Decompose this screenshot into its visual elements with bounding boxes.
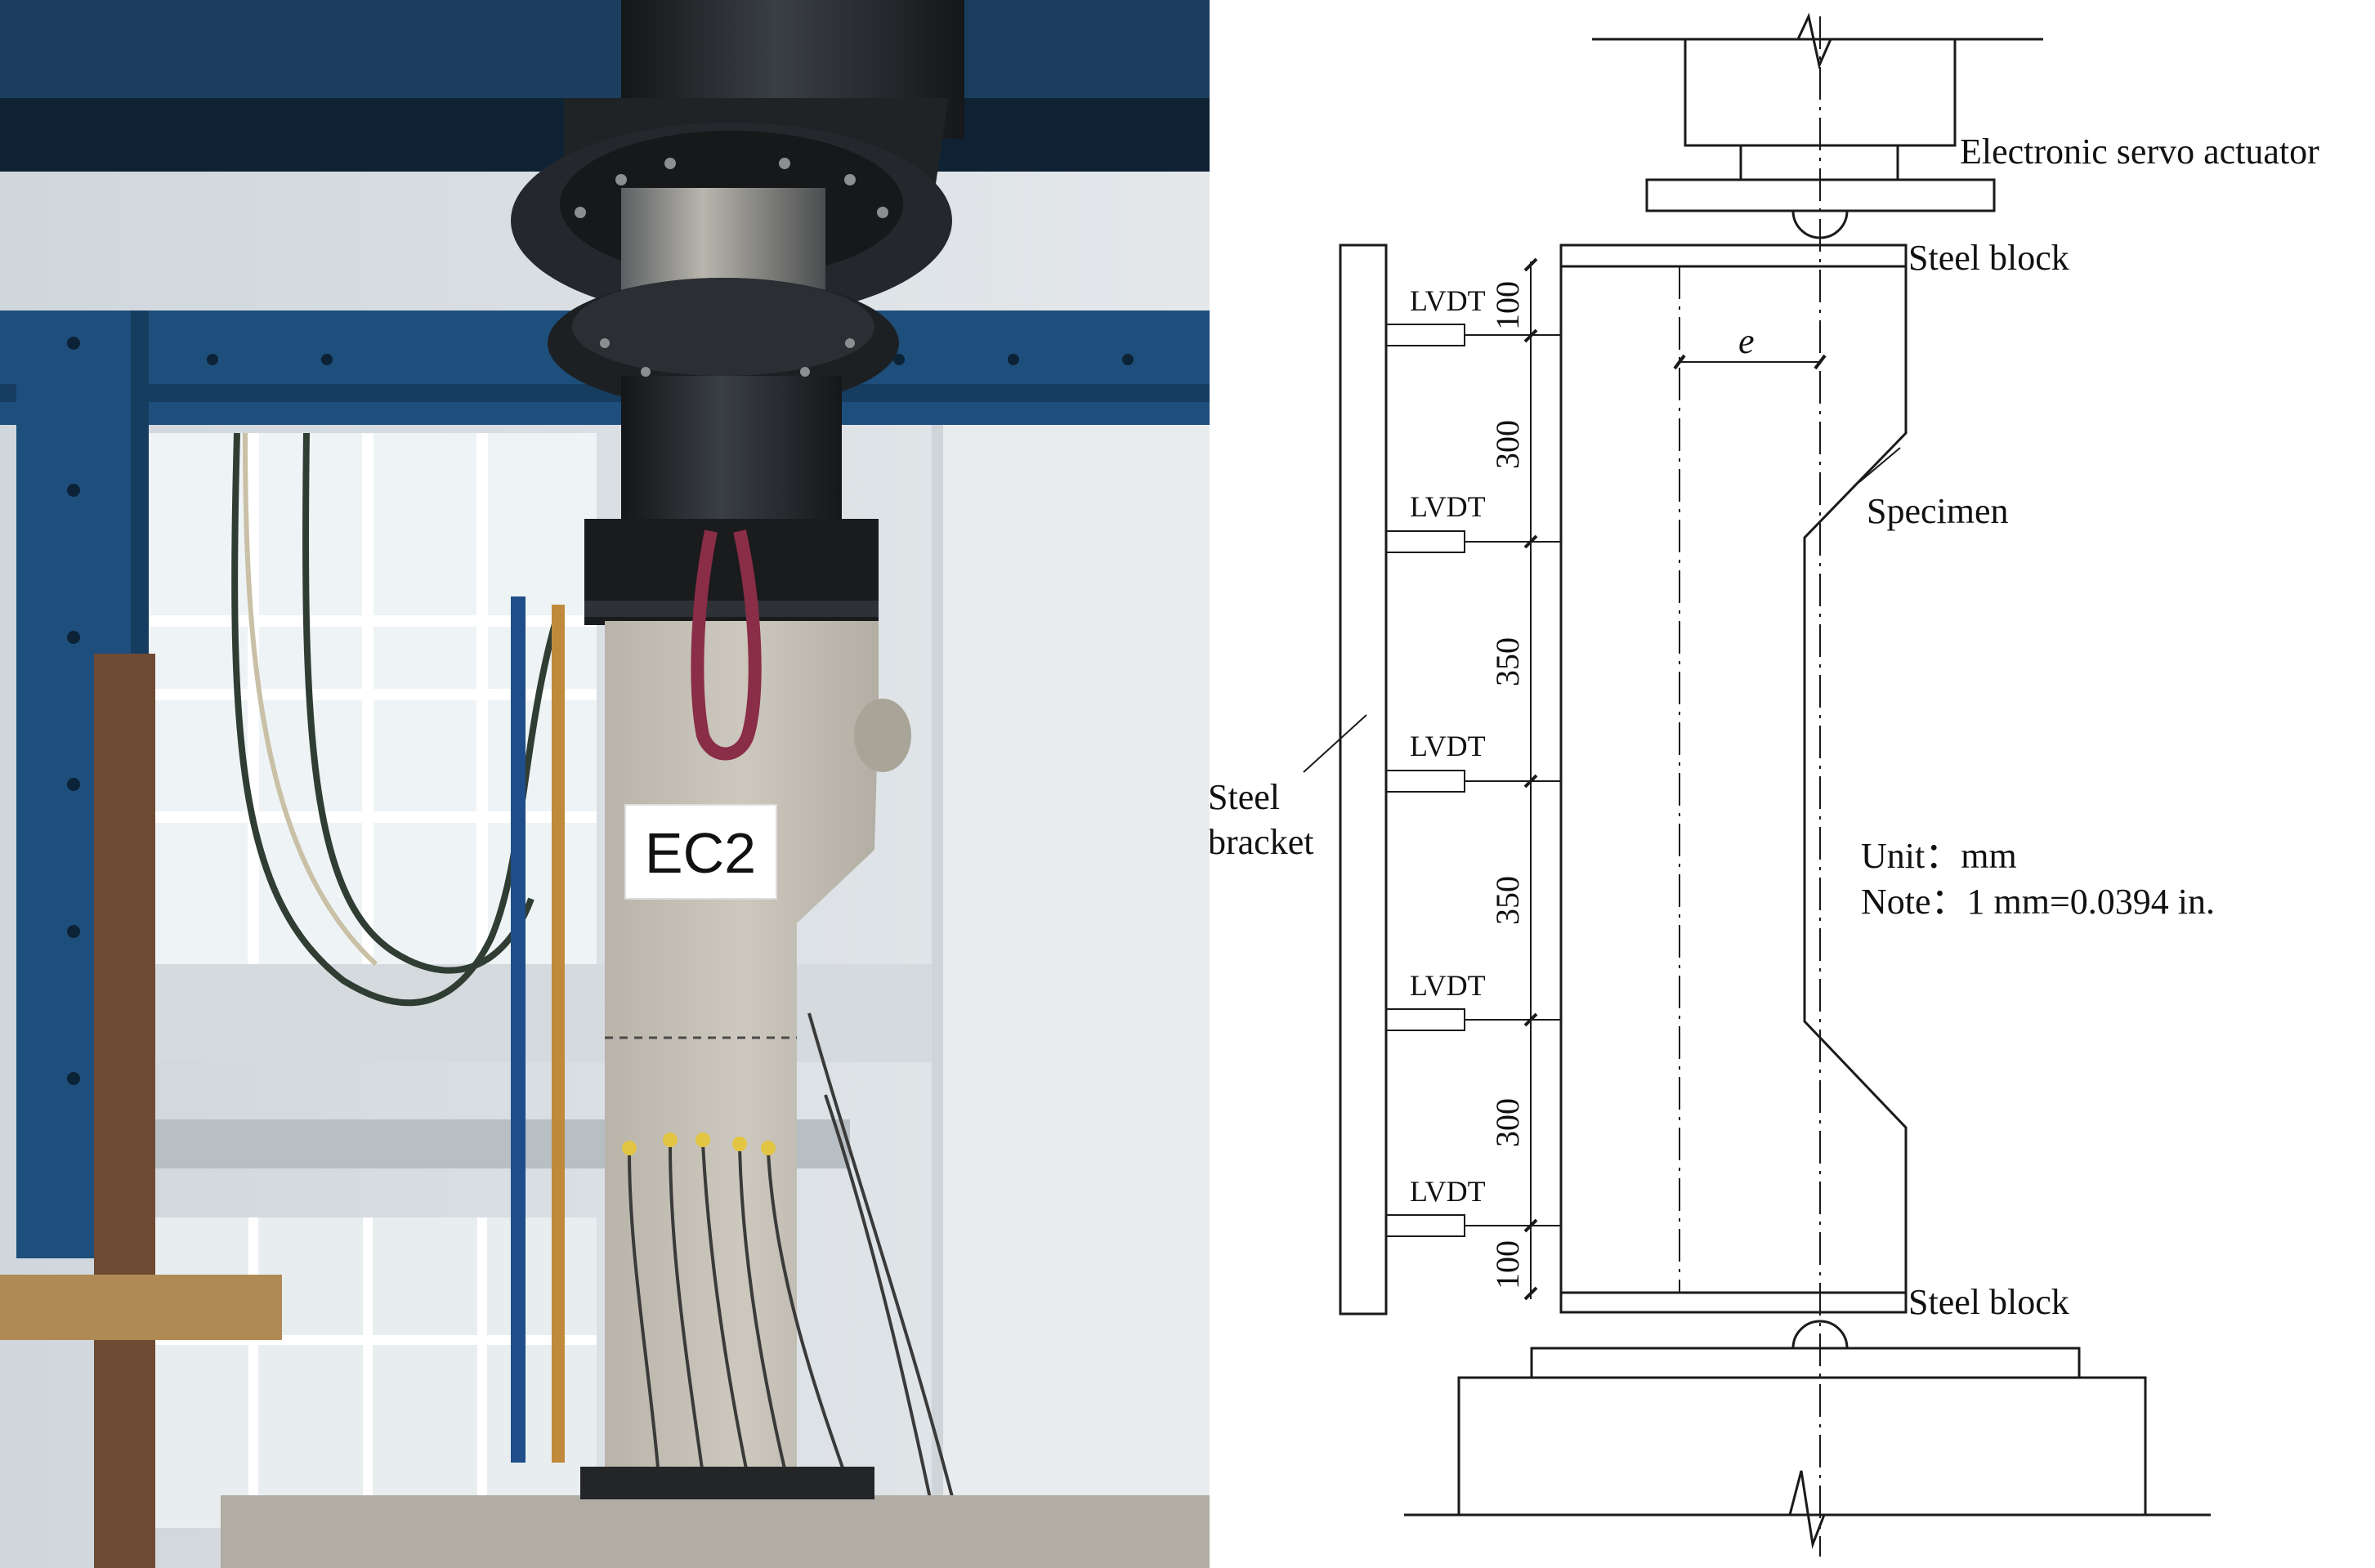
base-block [1457, 1376, 2147, 1517]
top-break-line [1592, 12, 2043, 69]
specimen-tag: EC2 [624, 804, 777, 900]
dimension-label-5: 300 [1489, 1098, 1526, 1147]
steel-bracket-label-1: Steel [1210, 777, 1280, 817]
test-setup-photo: EC2 [0, 0, 1210, 1568]
lvdt-label-4: LVDT [1410, 969, 1486, 1002]
lvdt-5 [1385, 1214, 1561, 1237]
blue-conduit [511, 596, 526, 1463]
note-label: Note：1 mm=0.0394 in. [1861, 882, 2215, 922]
steel-bracket [1339, 243, 1388, 1316]
wooden-post [94, 654, 155, 1568]
lvdt-labels: LVDT LVDT LVDT LVDT LVDT [1410, 284, 1486, 1208]
orange-conduit [552, 605, 565, 1463]
dimension-label-2: 300 [1489, 420, 1526, 469]
base-platen [1530, 1347, 2081, 1379]
test-setup-diagram: Electronic servo actuator Steel block St… [1210, 12, 2319, 1557]
lvdt-1 [1385, 324, 1561, 346]
specimen-leader [1858, 447, 1901, 483]
base-plate [580, 1467, 874, 1499]
gauge-terminals [622, 1132, 776, 1155]
dimension-label-3: 350 [1489, 637, 1526, 686]
bottom-hinge [1791, 1320, 1849, 1349]
actuator-assembly [511, 0, 964, 625]
specimen-tag-text: EC2 [645, 821, 756, 885]
eccentricity-label: e [1738, 321, 1755, 361]
dimension-label-1: 100 [1489, 281, 1526, 330]
steel-block-bottom-label: Steel block [1908, 1282, 2069, 1322]
white-wall [932, 425, 1210, 1568]
steel-block-top-label: Steel block [1908, 238, 2069, 278]
steel-block-top [1559, 243, 1908, 268]
steel-block-bottom [1559, 1291, 1908, 1314]
lvdt-3 [1385, 770, 1561, 793]
lab-floor [221, 1495, 1210, 1568]
wooden-bench [0, 1275, 282, 1340]
lvdt-4 [1385, 1008, 1561, 1031]
steel-bracket-label-2: bracket [1210, 822, 1313, 862]
diagram-specimen [1559, 266, 1908, 1294]
lvdt-label-2: LVDT [1410, 490, 1486, 523]
steel-bracket-leader [1303, 714, 1367, 773]
specimen-label: Specimen [1867, 491, 2009, 531]
dimension-labels: 100 300 350 350 300 100 [1489, 281, 1526, 1289]
unit-label: Unit：mm [1861, 836, 2017, 876]
actuator-label: Electronic servo actuator [1960, 132, 2319, 172]
dimension-label-6: 100 [1489, 1240, 1526, 1289]
lvdt-label-5: LVDT [1410, 1175, 1486, 1208]
lvdt-2 [1385, 530, 1561, 553]
lvdt-label-1: LVDT [1410, 284, 1486, 317]
lvdt-label-3: LVDT [1410, 730, 1486, 762]
dimension-label-4: 350 [1489, 876, 1526, 925]
bottom-break-line [1404, 1470, 2211, 1549]
